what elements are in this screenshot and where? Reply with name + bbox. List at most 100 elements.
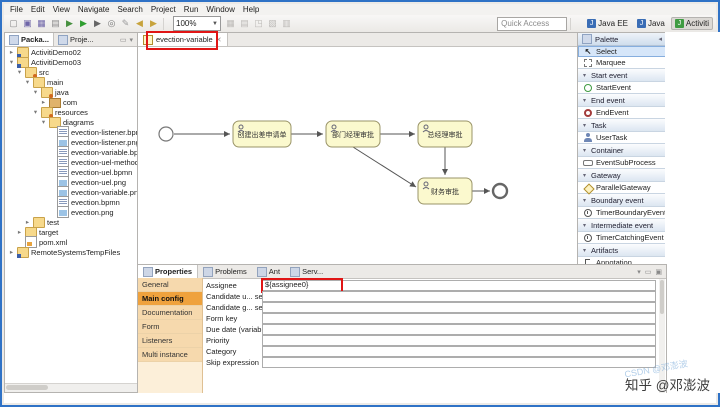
external-tools-icon[interactable] bbox=[91, 17, 104, 30]
palette-entry[interactable]: Container bbox=[578, 143, 666, 157]
twistie-icon[interactable] bbox=[8, 48, 15, 56]
tree-item[interactable]: ActivitiDemo03 bbox=[5, 56, 138, 68]
twistie-icon[interactable] bbox=[40, 98, 47, 106]
tree-item[interactable]: RemoteSystemsTempFiles bbox=[5, 246, 138, 258]
palette-entry[interactable]: Marquee bbox=[578, 57, 666, 68]
tree-hscrollbar[interactable] bbox=[5, 383, 138, 392]
tree-item[interactable]: diagrams bbox=[5, 116, 138, 128]
menu-item[interactable]: Project bbox=[150, 5, 176, 14]
editor-tab[interactable]: evection-variable ✕ bbox=[138, 33, 228, 46]
debug-icon[interactable] bbox=[63, 17, 76, 30]
properties-side-tab[interactable]: Listeners bbox=[138, 334, 202, 348]
palette-entry[interactable]: StartEvent bbox=[578, 82, 666, 93]
tree-item[interactable]: src bbox=[5, 66, 138, 78]
tree-hscroll-thumb[interactable] bbox=[6, 385, 48, 390]
back-icon[interactable] bbox=[133, 17, 146, 30]
perspective-button[interactable]: J Java bbox=[634, 18, 668, 29]
palette-entry[interactable]: End event bbox=[578, 93, 666, 107]
tree-item[interactable]: evection-uel.png bbox=[5, 175, 138, 188]
twistie-icon[interactable] bbox=[24, 78, 31, 86]
property-input[interactable] bbox=[262, 357, 656, 368]
bottom-view-tab[interactable]: Properties bbox=[138, 265, 199, 278]
start-event[interactable] bbox=[158, 126, 174, 142]
tree-item[interactable]: evection-variable.png bbox=[5, 185, 138, 198]
perspective-button[interactable]: J Activiti bbox=[670, 17, 713, 30]
twistie-icon[interactable] bbox=[16, 68, 23, 76]
palette-entry[interactable]: ParallelGateway bbox=[578, 182, 666, 193]
tree-item[interactable]: ActivitiDemo02 bbox=[5, 47, 138, 58]
menu-item[interactable]: Search bbox=[117, 5, 143, 14]
properties-side-tab[interactable]: Main config bbox=[138, 292, 202, 306]
view-menu-icon[interactable]: ▾ bbox=[129, 37, 133, 44]
palette-entry[interactable]: Intermediate event bbox=[578, 218, 666, 232]
sequence-flows[interactable] bbox=[174, 131, 490, 194]
save-icon[interactable] bbox=[21, 17, 34, 30]
palette-entry[interactable]: Task bbox=[578, 118, 666, 132]
twistie-icon[interactable] bbox=[40, 118, 47, 126]
search-icon[interactable] bbox=[105, 17, 118, 30]
tree-item[interactable]: evection-listener.png bbox=[5, 135, 138, 148]
explorer-view-menu[interactable]: ▭ ▾ bbox=[120, 36, 136, 44]
tree-item[interactable]: evection.png bbox=[5, 205, 138, 218]
tree-item[interactable]: com bbox=[5, 97, 138, 108]
menu-item[interactable]: Run bbox=[183, 5, 199, 14]
properties-side-tab[interactable]: General bbox=[138, 278, 202, 292]
forward-icon[interactable] bbox=[147, 17, 160, 30]
new-icon[interactable] bbox=[7, 17, 20, 30]
user-task-general-manager[interactable]: 总经理审批 bbox=[417, 120, 473, 148]
menu-item[interactable]: Help bbox=[242, 5, 260, 14]
tree-item[interactable]: resources bbox=[5, 106, 138, 118]
palette-entry[interactable]: EventSubProcess bbox=[578, 157, 666, 168]
outline-icon[interactable] bbox=[280, 17, 293, 30]
property-input[interactable] bbox=[262, 302, 656, 313]
properties-side-tab[interactable]: Documentation bbox=[138, 306, 202, 320]
twistie-icon[interactable] bbox=[24, 218, 31, 226]
tree-item[interactable]: pom.xml bbox=[5, 235, 138, 248]
layers-icon[interactable] bbox=[266, 17, 279, 30]
save-all-icon[interactable] bbox=[35, 17, 48, 30]
twistie-icon[interactable] bbox=[8, 248, 15, 256]
property-input[interactable] bbox=[262, 346, 656, 357]
tree-item[interactable]: evection-listener.bpmn bbox=[5, 125, 138, 138]
properties-side-tab[interactable]: Form bbox=[138, 320, 202, 334]
user-task-dept-manager[interactable]: 部门经理审批 bbox=[325, 120, 381, 148]
quick-access-input[interactable]: Quick Access bbox=[497, 16, 568, 31]
fit-icon[interactable] bbox=[252, 17, 265, 30]
property-input[interactable] bbox=[262, 291, 656, 302]
palette-entry[interactable]: EndEvent bbox=[578, 107, 666, 118]
bottom-view-tab[interactable]: Problems bbox=[198, 265, 252, 278]
menu-item[interactable]: Navigate bbox=[77, 5, 110, 14]
menu-item[interactable]: File bbox=[10, 5, 23, 14]
tree-item[interactable]: java bbox=[5, 86, 138, 98]
pin-view-icon[interactable]: ▾ bbox=[637, 268, 641, 276]
tree-item[interactable]: main bbox=[5, 76, 138, 88]
palette-entry[interactable]: Artifacts bbox=[578, 243, 666, 257]
tree-item[interactable]: evection-uel.bpmn bbox=[5, 165, 138, 178]
property-input[interactable] bbox=[262, 313, 656, 324]
user-task-create[interactable]: 创建出差申请单 bbox=[232, 120, 292, 148]
property-input[interactable] bbox=[262, 335, 656, 346]
palette-entry[interactable]: Start event bbox=[578, 68, 666, 82]
tree-item[interactable]: evection-variable.bpmn bbox=[5, 145, 138, 158]
minimize-icon[interactable]: ▭ bbox=[119, 37, 127, 44]
property-input[interactable] bbox=[262, 324, 656, 335]
minimize-icon[interactable]: ▭ bbox=[644, 268, 652, 276]
explorer-tab[interactable]: Packa... bbox=[5, 33, 54, 46]
grid-icon[interactable] bbox=[238, 17, 251, 30]
properties-vscrollbar[interactable] bbox=[659, 279, 665, 397]
zoom-select[interactable]: 100% ▼ bbox=[173, 16, 221, 31]
palette-entry[interactable]: Boundary event bbox=[578, 193, 666, 207]
explorer-tab[interactable]: Proje... bbox=[54, 33, 98, 46]
print-icon[interactable] bbox=[49, 17, 62, 30]
property-input[interactable]: ${assignee0} bbox=[261, 278, 656, 293]
perspective-button[interactable]: J Java EE bbox=[584, 18, 631, 29]
align-icon[interactable] bbox=[224, 17, 237, 30]
twistie-icon[interactable] bbox=[16, 228, 23, 236]
mark-icon[interactable] bbox=[119, 17, 132, 30]
palette-entry[interactable]: Select bbox=[578, 46, 666, 57]
close-icon[interactable]: ✕ bbox=[215, 36, 222, 44]
run-icon[interactable] bbox=[77, 17, 90, 30]
palette-entry[interactable]: UserTask bbox=[578, 132, 666, 143]
bottom-view-tab[interactable]: Ant bbox=[252, 265, 285, 278]
menu-item[interactable]: View bbox=[52, 5, 70, 14]
